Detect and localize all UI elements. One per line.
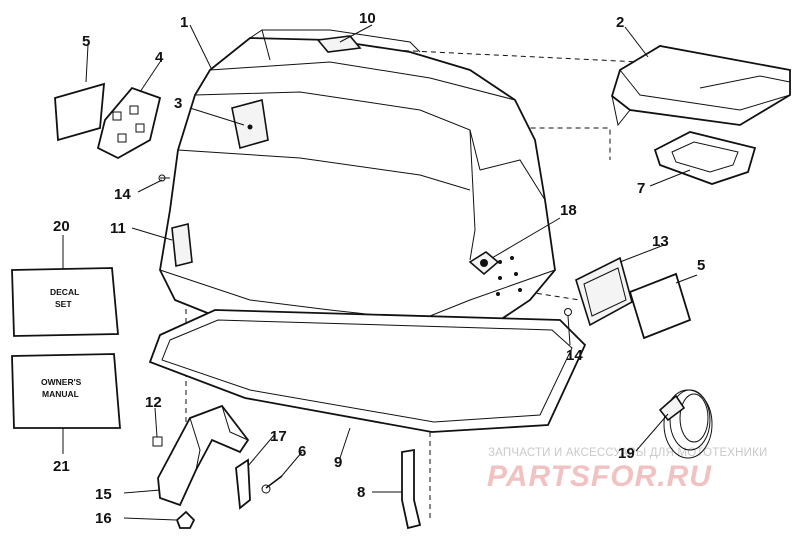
owners-manual-line1: OWNER'S [41,377,82,387]
callout-21: 21 [53,458,70,475]
screw-bottom [261,475,283,494]
callout-15: 15 [95,486,112,503]
decal-set-line2: SET [55,299,72,309]
callout-4: 4 [155,49,164,66]
callout-13: 13 [652,233,669,250]
callout-17: 17 [270,428,287,445]
watermark-tagline: ЗАПЧАСТИ И АКСЕССУАРЫ ДЛЯ МОТОТЕХНИКИ [488,447,768,459]
strap [401,448,422,530]
decal-set-box: DECAL SET [11,267,119,337]
bracket [157,404,250,507]
callout-14-left: 14 [114,186,131,203]
callout-19: 19 [618,445,635,462]
side-plate-right [575,256,633,327]
top-plate [316,35,362,53]
rivet [175,510,196,529]
callout-1: 1 [180,14,188,31]
callout-8: 8 [357,484,365,501]
engine-cover [159,29,556,361]
watermark-logo: PARTSFOR.RU [487,460,712,493]
callout-3: 3 [174,95,182,112]
spring-clip [235,458,251,510]
owners-manual-line2: MANUAL [42,389,79,399]
side-latch [171,223,193,267]
callout-5-left: 5 [82,33,90,50]
grommet-ring [653,131,757,185]
side-plate-left [96,86,162,160]
callout-2: 2 [616,14,624,31]
decal-right [628,272,692,340]
callout-5-right: 5 [697,257,705,274]
callout-12: 12 [145,394,162,411]
decal-left [54,82,106,142]
bottom-seal [148,309,587,433]
screw-right [564,308,572,316]
callout-10: 10 [359,10,376,27]
callout-18: 18 [560,202,577,219]
callout-14-right: 14 [566,347,583,364]
owners-manual-box: OWNER'S MANUAL [11,353,121,429]
leader-lines [62,24,698,521]
callout-11: 11 [110,220,126,237]
screw-left [158,174,170,182]
callout-20: 20 [53,218,70,235]
decal-set-line1: DECAL [50,287,79,297]
cable [658,389,713,459]
rear-cover [610,45,791,127]
clip [152,436,163,447]
callout-9: 9 [334,454,342,471]
callout-6: 6 [298,443,306,460]
callout-7: 7 [637,180,645,197]
callout-16: 16 [95,510,112,527]
knob [468,251,500,276]
